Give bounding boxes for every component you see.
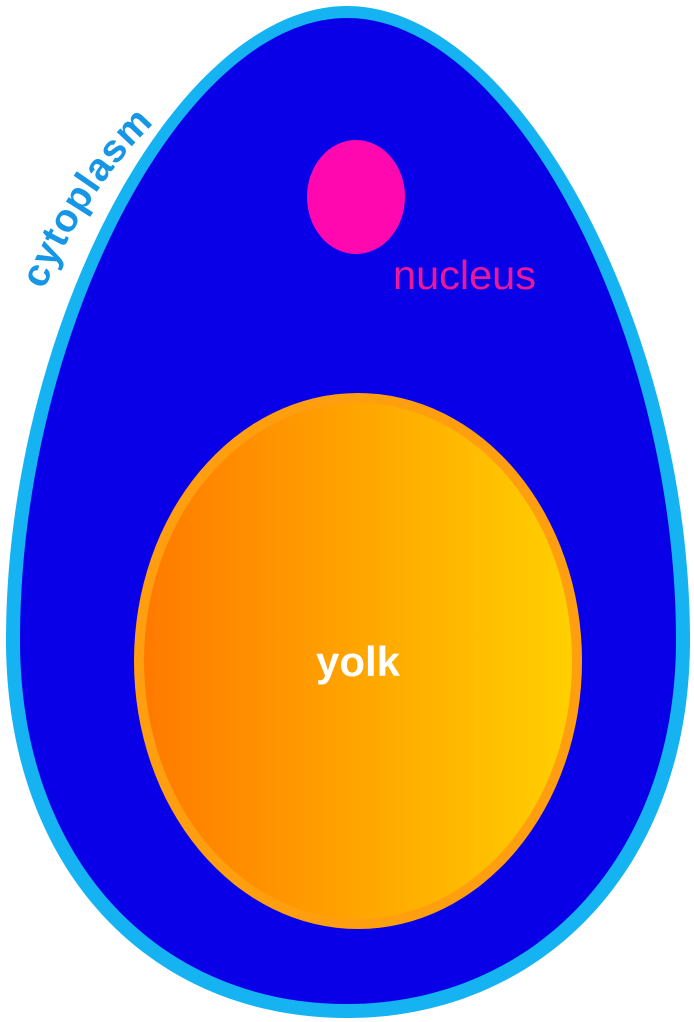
nucleus-label: nucleus [393, 252, 536, 298]
yolk-label: yolk [316, 638, 401, 685]
nucleus-circle [307, 140, 405, 254]
